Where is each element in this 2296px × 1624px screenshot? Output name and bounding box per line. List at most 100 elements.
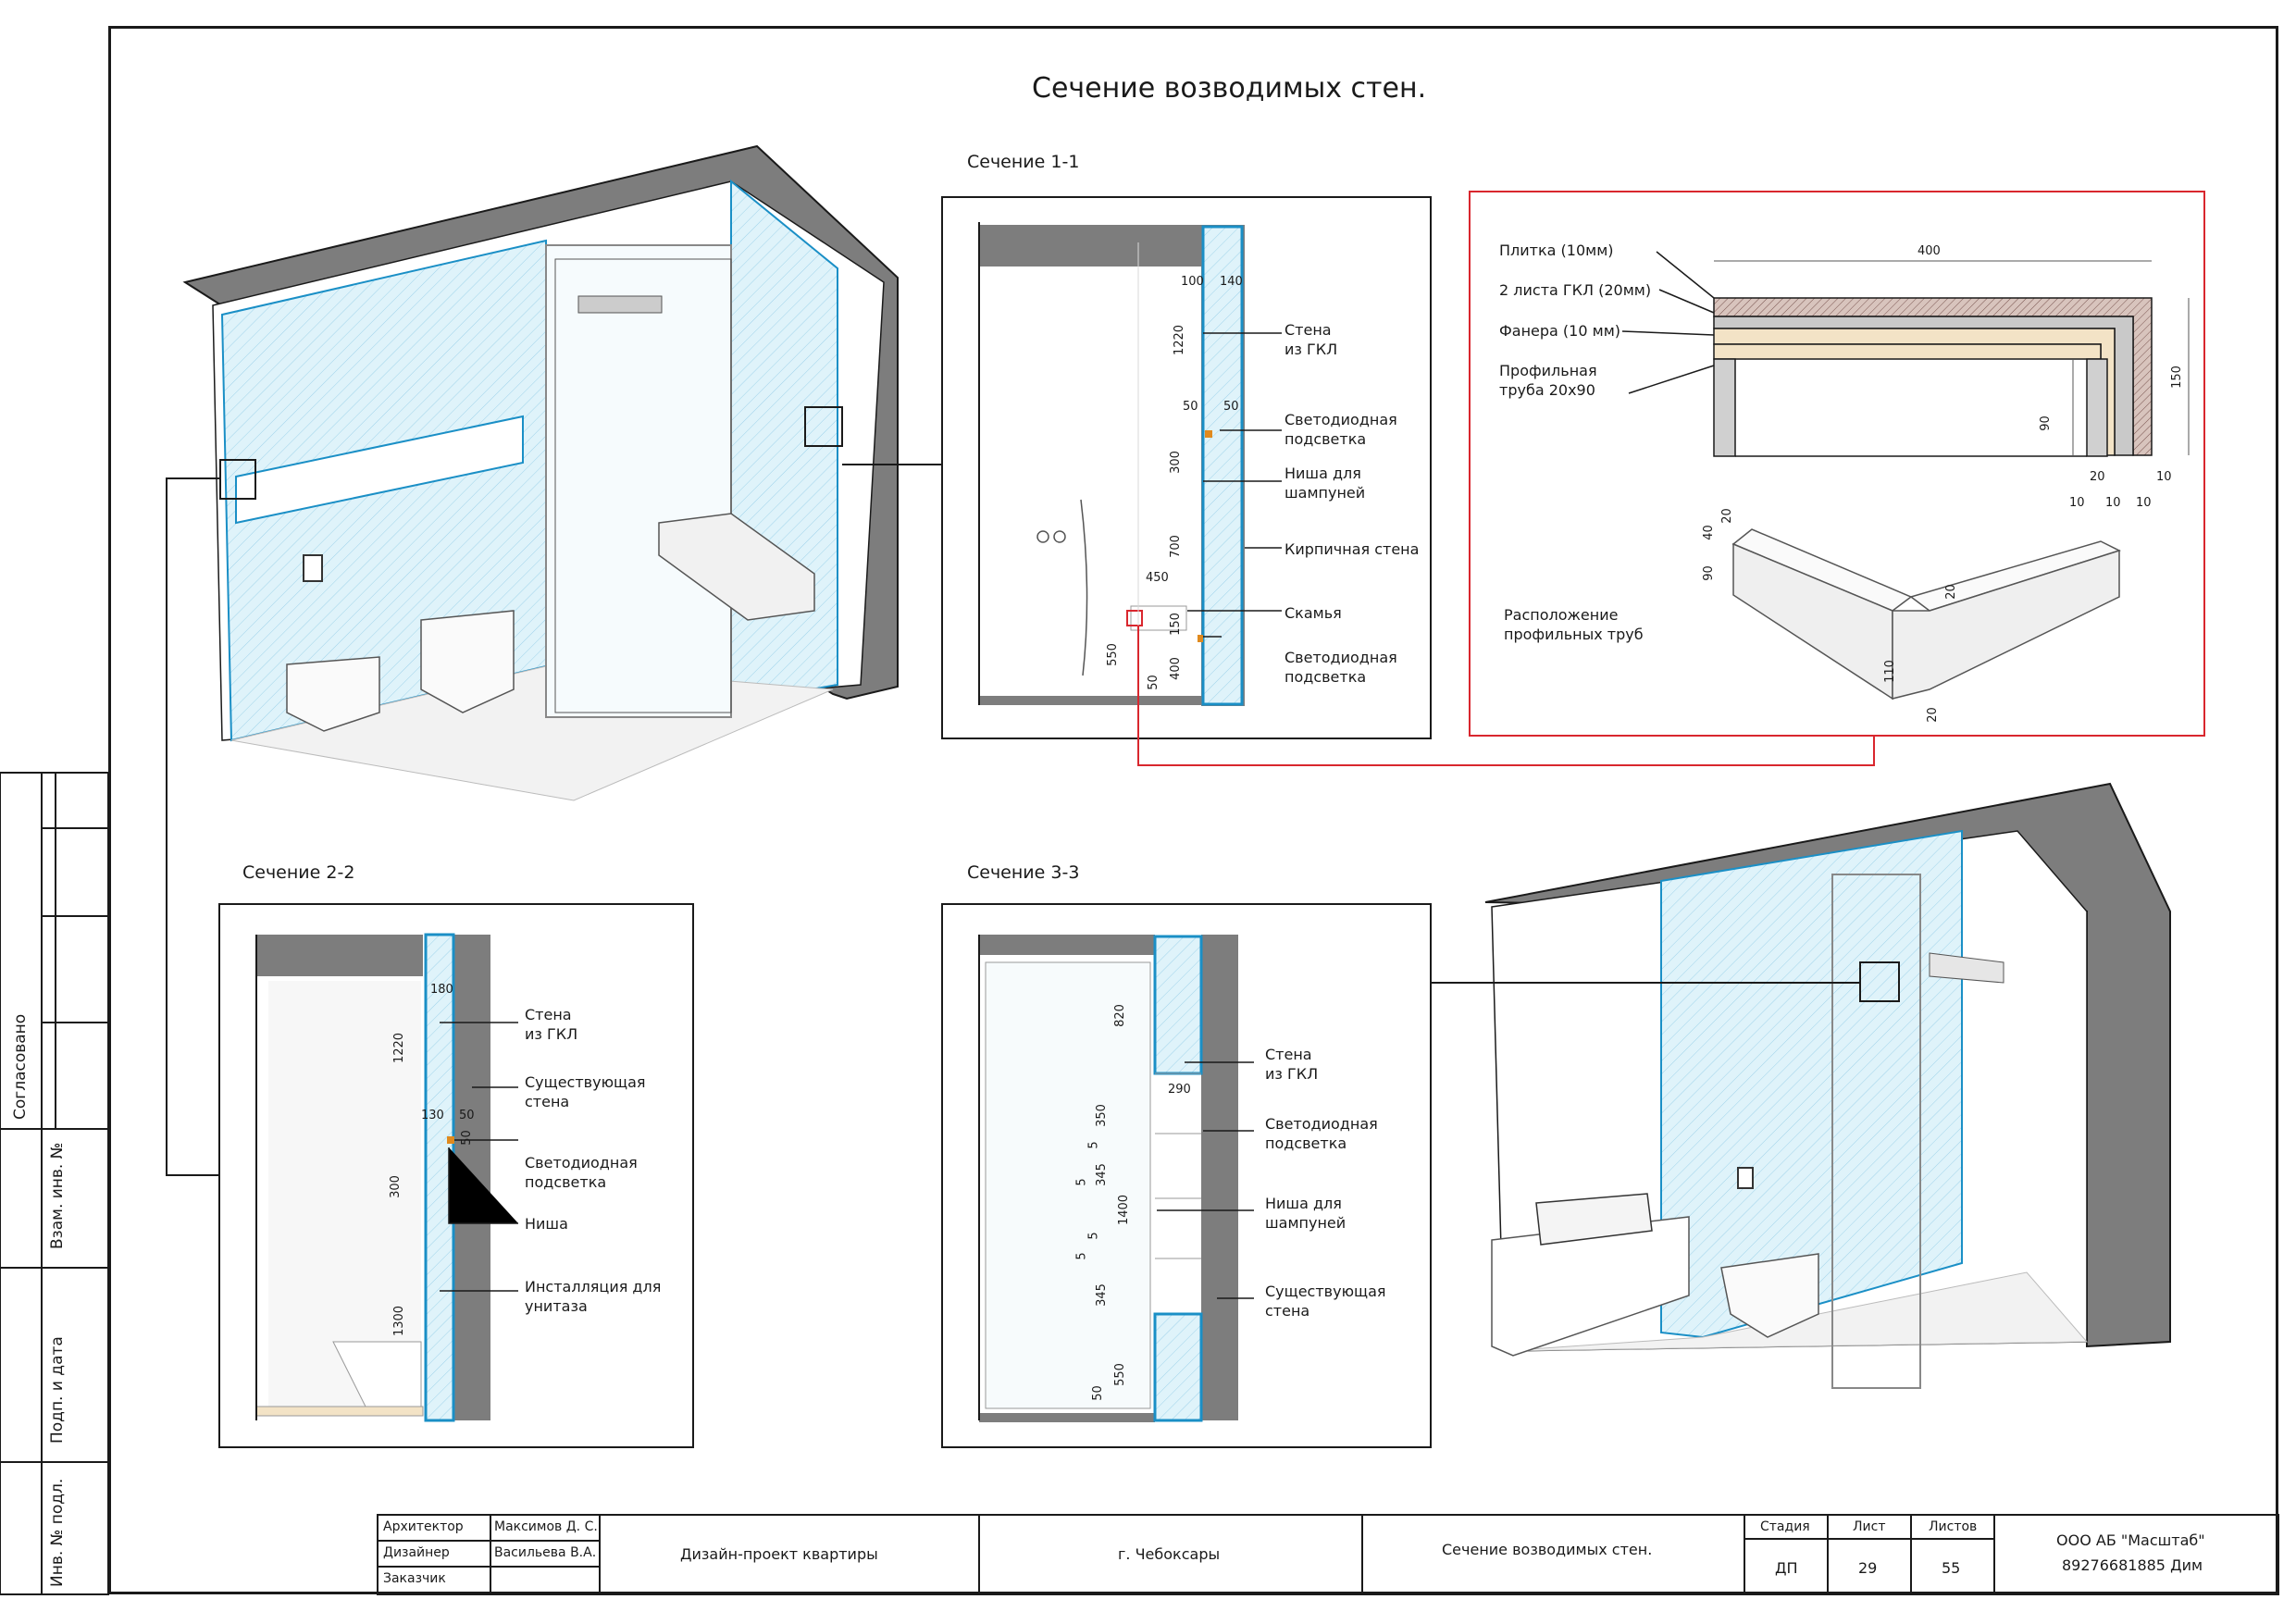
tb-sheet-name: Сечение возводимых стен.: [1442, 1541, 1653, 1558]
title-block-grid: [377, 1514, 2279, 1595]
callout-led-strip: Светодиодная подсветка: [1285, 649, 1397, 686]
dim-label: 20: [2090, 470, 2105, 484]
callout-shampoo-niche: Ниша для шампуней: [1265, 1195, 1347, 1232]
dim-label: 1400: [1117, 1194, 1132, 1226]
section-1-drawing: [941, 196, 1432, 739]
dim-label: 5: [1074, 1178, 1089, 1186]
detail-drawing: [1137, 191, 2205, 766]
dim-label: 345: [1094, 1283, 1109, 1307]
layer-gkl: 2 листа ГКЛ (20мм): [1499, 281, 1652, 299]
dim-label: 1220: [1173, 324, 1187, 356]
tb-sheet-number: 29: [1858, 1559, 1878, 1577]
section-2-title: Сечение 2-2: [242, 862, 355, 883]
dim-label: 550: [1112, 1363, 1127, 1386]
dim-label: 5: [1074, 1252, 1089, 1260]
callout-led-strip: Светодиодная подсветка: [1265, 1115, 1378, 1152]
tb-role-client: Заказчик: [383, 1571, 446, 1586]
dim-label: 90: [1701, 565, 1716, 581]
tb-stage: ДП: [1775, 1559, 1798, 1577]
stamp-approved: Согласовано: [11, 1013, 30, 1120]
tb-role-architect: Архитектор: [383, 1519, 464, 1534]
section-1-callout-lines: [1187, 332, 1282, 638]
dim-label: 150: [1168, 613, 1183, 636]
callout-gkl-wall: Стена из ГКЛ: [1265, 1046, 1319, 1083]
dim-label: 20: [1719, 508, 1734, 524]
dim-label: 700: [1168, 535, 1183, 558]
dim-label: 130: [421, 1109, 444, 1122]
dim-label: 50: [1183, 400, 1198, 414]
stamp-sign-date: Подп. и дата: [48, 1336, 67, 1444]
section-3-title: Сечение 3-3: [967, 862, 1080, 883]
callout-brick-wall: Кирпичная стена: [1285, 540, 1420, 558]
stamp-replaced-inv: Взам. инв. №: [48, 1142, 67, 1249]
tb-sheets-total: 55: [1942, 1559, 1961, 1577]
dim-label: 20: [1925, 707, 1940, 723]
dim-label: 10: [2156, 470, 2172, 484]
tb-project: Дизайн-проект квартиры: [680, 1545, 878, 1563]
section-3-callout-lines: [1157, 1061, 1254, 1299]
section-1-title: Сечение 1-1: [967, 152, 1080, 172]
dim-label: 350: [1094, 1104, 1109, 1127]
callout-niche: Ниша: [525, 1215, 568, 1233]
iso-view-1: [182, 144, 899, 801]
callout-existing-wall: Существующая стена: [1265, 1283, 1386, 1320]
callout-led-strip: Светодиодная подсветка: [1285, 411, 1397, 448]
dim-label: 20: [1943, 584, 1958, 600]
iso-view-2: [1430, 782, 2171, 1389]
dim-label: 10: [2069, 496, 2085, 510]
callout-shampoo-niche: Ниша для шампуней: [1285, 465, 1366, 502]
stamp-inv-original: Инв. № подл.: [48, 1478, 67, 1587]
dim-label: 50: [1090, 1385, 1105, 1401]
dim-label: 400: [1168, 657, 1183, 680]
dim-label: 400: [1917, 244, 1941, 258]
sheet-frame: [108, 26, 2278, 1594]
dim-label: 180: [430, 983, 453, 997]
dim-label: 110: [1882, 660, 1897, 683]
callout-gkl-wall: Стена из ГКЛ: [1285, 321, 1338, 358]
tb-name-architect: Максимов Д. С.: [494, 1519, 598, 1534]
callout-bench: Скамья: [1285, 604, 1342, 622]
dim-label: 450: [1146, 571, 1169, 585]
dim-label: 300: [388, 1175, 403, 1198]
dim-label: 820: [1112, 1004, 1127, 1027]
tb-sheets-label: Листов: [1929, 1519, 1978, 1534]
tb-stage-label: Стадия: [1760, 1519, 1810, 1534]
dim-label: 100: [1181, 275, 1204, 289]
dim-label: 10: [2105, 496, 2121, 510]
dim-label: 50: [459, 1109, 475, 1122]
dim-label: 50: [1146, 675, 1160, 690]
tb-contact: 89276681885 Дим: [2062, 1556, 2203, 1574]
section-2-callout-lines: [440, 1022, 518, 1292]
side-stamp-grid: [0, 772, 109, 1595]
tb-sheet-label: Лист: [1853, 1519, 1886, 1534]
callout-toilet-installation: Инсталляция для унитаза: [525, 1278, 662, 1315]
tb-company: ООО АБ "Масштаб": [2056, 1531, 2205, 1549]
dim-label: 290: [1168, 1083, 1191, 1097]
dim-label: 50: [1223, 400, 1239, 414]
sheet-title: Сечение возводимых стен.: [1032, 72, 1427, 105]
dim-label: 5: [1086, 1232, 1101, 1240]
detail-leader-lines: [1621, 251, 1715, 394]
callout-led-strip: Светодиодная подсветка: [525, 1154, 638, 1191]
dim-label: 550: [1105, 643, 1120, 666]
layer-plywood: Фанера (10 мм): [1499, 322, 1620, 340]
leader-line: [166, 477, 220, 1176]
layer-tile: Плитка (10мм): [1499, 242, 1614, 259]
dim-label: 1300: [392, 1305, 407, 1337]
dim-label: 150: [2169, 366, 2184, 389]
dim-label: 90: [2038, 415, 2053, 431]
dim-label: 1220: [392, 1032, 407, 1064]
dim-label: 50: [459, 1130, 474, 1146]
dim-label: 140: [1220, 275, 1243, 289]
layer-profile-tube: Профильная труба 20х90: [1499, 362, 1597, 399]
tb-name-designer: Васильева В.А.: [494, 1545, 597, 1560]
callout-gkl-wall: Стена из ГКЛ: [525, 1006, 578, 1043]
dim-label: 345: [1094, 1163, 1109, 1186]
section-3-drawing: [941, 903, 1432, 1448]
dim-label: 300: [1168, 451, 1183, 474]
tb-city: г. Чебоксары: [1118, 1545, 1221, 1563]
dim-label: 40: [1701, 525, 1716, 540]
dim-label: 5: [1086, 1141, 1101, 1149]
detail-caption: Расположение профильных труб: [1504, 606, 1644, 643]
